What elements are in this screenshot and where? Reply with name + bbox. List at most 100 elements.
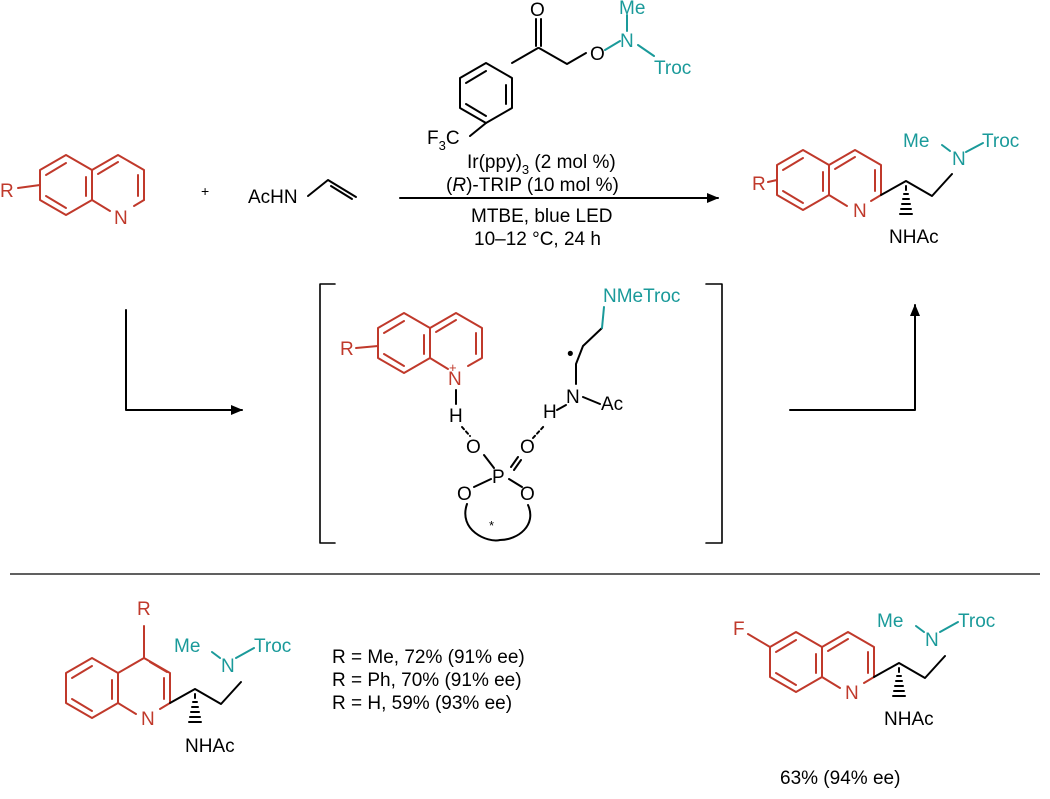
reagent-benzene-ring bbox=[459, 62, 513, 124]
ex1-r-label: R bbox=[137, 599, 151, 620]
product-troc: Troc bbox=[982, 131, 1019, 152]
product-r-label: R bbox=[752, 174, 766, 195]
reagent-troc: Troc bbox=[654, 58, 691, 79]
int-phosphate-bonds bbox=[473, 454, 523, 488]
condition-solvent-light: MTBE, blue LED bbox=[471, 206, 613, 227]
ex2-n-amine: N bbox=[925, 630, 939, 651]
ex1-result-1: R = Me, 72% (91% ee) bbox=[332, 647, 525, 668]
ex1-n-amine: N bbox=[221, 656, 235, 677]
int-hbond-1 bbox=[461, 426, 471, 437]
product-chain-bonds bbox=[880, 173, 953, 197]
int-ac: Ac bbox=[601, 394, 623, 415]
ex2-hashed-wedge bbox=[892, 667, 906, 697]
example-1-structure: R N NHAc N Me Troc bbox=[65, 599, 291, 757]
reagent-o-carbonyl: O bbox=[530, 0, 545, 21]
ex1-me: Me bbox=[174, 636, 200, 657]
reagent-ester-bonds bbox=[511, 18, 587, 65]
reagent-cf3-bond bbox=[469, 122, 487, 137]
arrow-to-product bbox=[789, 304, 920, 411]
condition-catalyst-ir: Ir(ppy)3 (2 mol %) bbox=[467, 152, 616, 177]
int-hbond-2 bbox=[532, 425, 545, 439]
ex2-troc: Troc bbox=[958, 611, 995, 632]
reagent-n: N bbox=[620, 31, 634, 52]
product-benzo-ring bbox=[776, 149, 830, 211]
int-p: P bbox=[492, 467, 505, 488]
int-n2: N bbox=[566, 387, 580, 408]
int-teal-bond bbox=[601, 306, 605, 329]
ex1-result-3: R = H, 59% (93% ee) bbox=[332, 693, 512, 714]
int-hn-bond bbox=[556, 404, 567, 411]
arrow-to-intermediate bbox=[125, 309, 243, 415]
product-structure: R N NHAc N Me Troc bbox=[752, 131, 1019, 248]
int-o3: O bbox=[457, 484, 472, 505]
ex1-nhac: NHAc bbox=[185, 736, 235, 757]
ex2-f-label: F bbox=[733, 619, 745, 640]
int-binol-arc bbox=[464, 503, 532, 542]
enamide-vinyl-bonds bbox=[307, 179, 357, 200]
intermediate-complex: R N + H O O P O O * H N Ac • NMeTroc bbox=[340, 286, 680, 542]
ex1-hashed-wedge bbox=[188, 693, 202, 723]
int-o2: O bbox=[520, 437, 535, 458]
product-n-label: N bbox=[853, 201, 867, 222]
ex2-nhac: NHAc bbox=[884, 709, 934, 730]
reagent-structure: O O N Me Troc F3C bbox=[427, 0, 691, 153]
int-plus-sign: + bbox=[449, 360, 457, 375]
product-me: Me bbox=[903, 131, 929, 152]
ex2-benzo-ring bbox=[769, 631, 823, 693]
int-h1: H bbox=[449, 406, 463, 427]
reactant-quinoline-pyridine-ring bbox=[91, 154, 145, 212]
ex2-f-bond bbox=[747, 633, 771, 648]
bracket-right bbox=[705, 283, 723, 544]
reactant-quinoline-benzo-ring bbox=[39, 154, 93, 216]
product-pyridine-ring bbox=[828, 149, 882, 207]
reagent-me: Me bbox=[619, 0, 645, 19]
int-h2: H bbox=[543, 402, 557, 423]
int-radical: • bbox=[567, 344, 574, 365]
int-star: * bbox=[489, 518, 494, 533]
reactant-enamide: AcHN bbox=[248, 179, 357, 208]
bracket-left bbox=[319, 283, 336, 544]
ex1-chain-bonds bbox=[169, 681, 242, 705]
reactant-r-bond bbox=[17, 184, 41, 189]
plus-sign: + bbox=[201, 183, 209, 199]
ex2-pyridine-ring bbox=[821, 631, 875, 689]
product-amine-bonds bbox=[941, 142, 984, 153]
int-benzo-ring bbox=[377, 312, 431, 374]
ex1-amine-bonds bbox=[211, 647, 255, 659]
reactant-r-label: R bbox=[0, 181, 14, 202]
reactant-quinoline-bond-cn bbox=[133, 199, 145, 207]
int-r-label: R bbox=[340, 339, 354, 360]
int-o4: O bbox=[520, 484, 535, 505]
reagent-o-ester: O bbox=[590, 44, 605, 65]
product-n-amine: N bbox=[952, 149, 966, 170]
ex2-n-label: N bbox=[845, 683, 859, 704]
ex2-amine-bonds bbox=[915, 621, 959, 633]
enamide-achn-label: AcHN bbox=[248, 187, 298, 208]
int-nmetroc: NMeTroc bbox=[603, 286, 680, 307]
ex1-pyridine-ring bbox=[117, 657, 171, 715]
int-chain-bonds bbox=[575, 327, 603, 405]
reagent-n-bonds bbox=[604, 14, 655, 57]
int-o1: O bbox=[466, 437, 481, 458]
ex2-result: 63% (94% ee) bbox=[780, 768, 900, 789]
ex1-result-2: R = Ph, 70% (91% ee) bbox=[332, 670, 522, 691]
ex1-benzo-ring bbox=[65, 657, 119, 719]
reactant-quinoline: R N bbox=[0, 154, 145, 229]
reactant-n-label: N bbox=[114, 208, 128, 229]
product-nhac: NHAc bbox=[889, 227, 939, 248]
ex2-chain-bonds bbox=[873, 655, 946, 679]
ex1-n-label: N bbox=[141, 709, 155, 730]
ex2-me: Me bbox=[877, 611, 903, 632]
product-r-bond bbox=[767, 179, 778, 183]
example-2-structure: F N NHAc N Me Troc bbox=[733, 611, 995, 730]
condition-temp-time: 10–12 °C, 24 h bbox=[474, 229, 601, 250]
product-hashed-wedge bbox=[899, 185, 913, 215]
int-pyridine-ring bbox=[429, 312, 483, 370]
reagent-cf3: F3C bbox=[427, 128, 460, 153]
ex1-troc: Troc bbox=[254, 636, 291, 657]
condition-catalyst-trip: (R)-TRIP (10 mol %) bbox=[446, 175, 619, 196]
int-r-bond bbox=[355, 345, 379, 349]
int-n-plus: N bbox=[448, 369, 462, 390]
